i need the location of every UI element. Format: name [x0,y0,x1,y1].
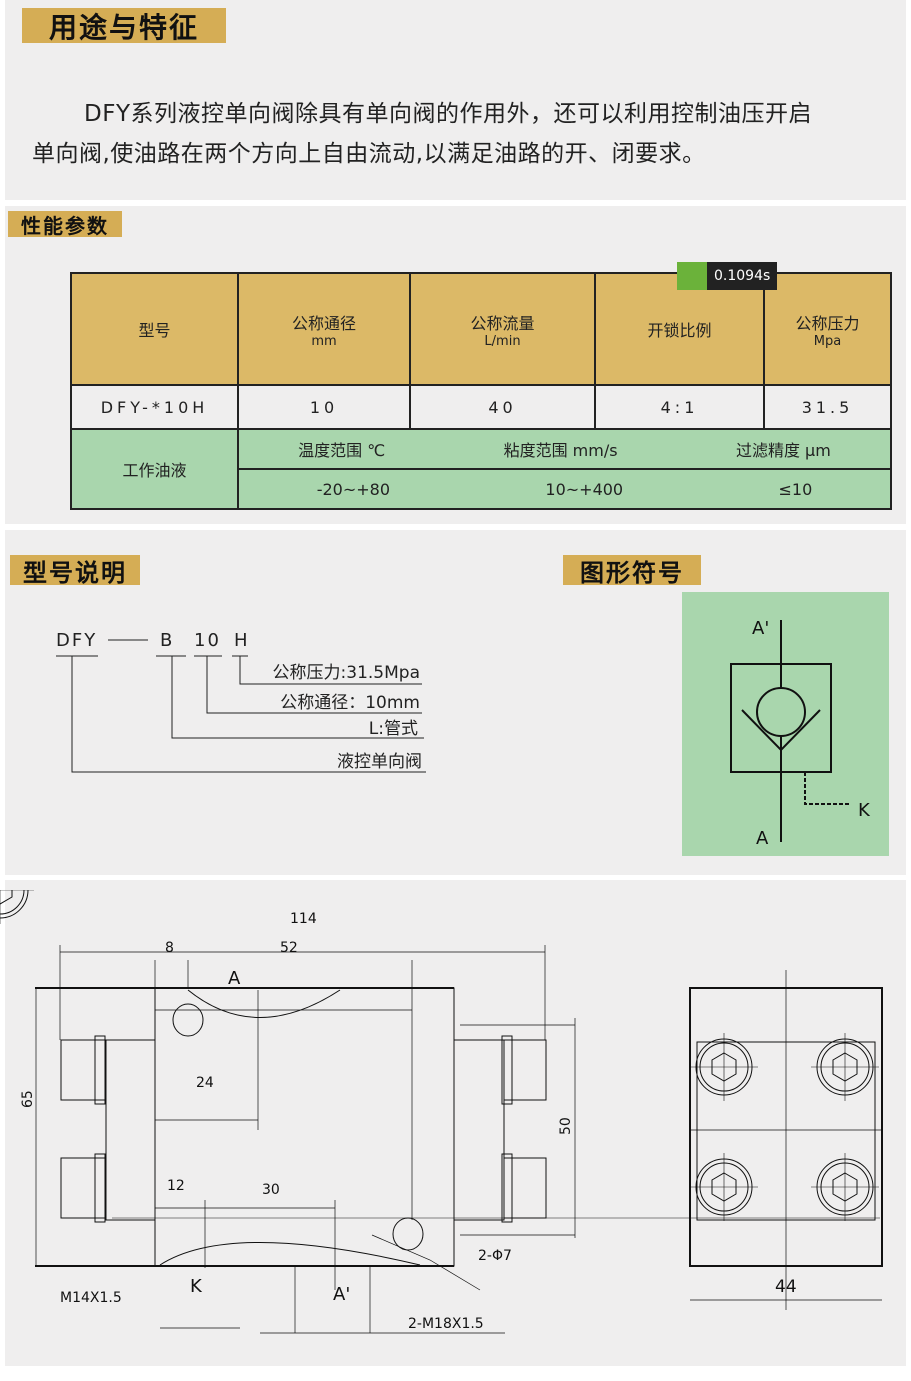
cell-flow: 40 [409,384,596,430]
note-type: L:管式 [369,719,418,739]
port-a-prime-label: A' [752,618,769,639]
oil-value: ≤10 [778,479,813,499]
table-row: DFY-*10H 10 40 4:1 31.5 [70,384,892,430]
cell-ratio: 4:1 [594,384,765,430]
cell-model: DFY-*10H [70,384,239,430]
dim-50: 50 [558,1117,574,1135]
note-diameter: 公称通径：10mm [280,693,420,713]
dim-65: 65 [20,1090,36,1108]
dim-44: 44 [775,1277,797,1297]
oil-label: 工作油液 [70,428,239,510]
code-size: 10 [194,630,221,651]
section-title-usage: 用途与特征 [22,8,226,44]
thread-m18-label: 2-M18X1.5 [408,1316,484,1332]
code-pressure: H [234,630,248,651]
section-title-symbol: 图形符号 [563,555,701,587]
dim-12: 12 [167,1178,185,1194]
dim-114: 114 [290,911,317,927]
hole-diameter-label: 2-Φ7 [478,1248,512,1264]
section-title-params: 性能参数 [8,211,122,238]
hydraulic-symbol: A' A K [682,592,889,856]
note-pressure: 公称压力:31.5Mpa [273,663,420,683]
header-ratio: 开锁比例 [594,272,765,386]
dim-30: 30 [262,1182,280,1198]
note-name: 液控单向阀 [337,752,422,772]
port-k-label: K [858,800,871,821]
port-a-label: A [756,828,769,849]
code-series: DFY [56,630,97,651]
port-k-label: K [190,1276,203,1297]
code-b: B [160,630,172,651]
dim-8: 8 [165,940,174,956]
leaf-icon [677,262,707,290]
oil-value: -20~+80 [316,479,390,499]
header-model: 型号 [70,272,239,386]
section-title-model: 型号说明 [10,555,140,587]
dim-24: 24 [196,1075,214,1091]
oil-value: 10~+400 [545,479,624,499]
port-a-label: A [228,968,241,989]
oil-param: 过滤精度 μm [735,441,831,460]
oil-row: 工作油液 温度范围 ℃ 粘度范围 mm/s 过滤精度 μm -20~+80 10~+4… [70,428,892,510]
dim-52: 52 [280,940,298,956]
cell-diameter: 10 [237,384,411,430]
oil-param: 粘度范围 mm/s [503,441,618,460]
model-code-diagram: DFY B 10 H 公称压力:31.5Mpa 公称通径：10mm L:管式 液… [56,630,426,773]
oil-param: 温度范围 ℃ [298,441,386,460]
dimension-drawing: 114 8 52 24 12 30 65 50 44 A K A' M14X1.… [0,890,883,1334]
cell-pressure: 31.5 [763,384,892,430]
timing-tooltip: 0.1094s [677,262,778,290]
port-a-prime-label: A' [333,1284,350,1305]
tooltip-text: 0.1094s [714,268,771,284]
oil-params: 温度范围 ℃ 粘度范围 mm/s 过滤精度 μm -20~+80 10~+400 ≤10 [237,428,892,510]
intro-line-2: 单向阀,使油路在两个方向上自由流动,以满足油路的开、闭要求。 [32,141,706,167]
thread-m14-label: M14X1.5 [60,1290,122,1306]
intro-line-1: DFY系列液控单向阀除具有单向阀的作用外，还可以利用控制油压开启 [84,101,812,127]
